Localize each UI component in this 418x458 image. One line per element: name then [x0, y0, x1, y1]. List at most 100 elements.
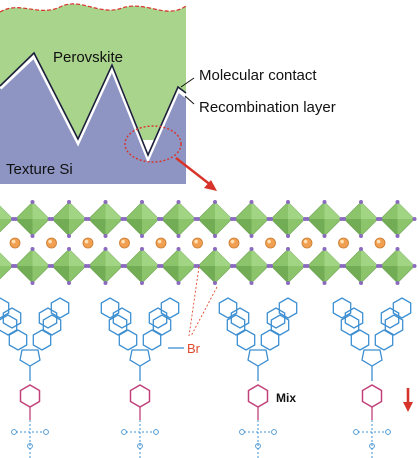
halide-atom — [159, 264, 164, 268]
halide-atom — [305, 217, 310, 221]
octahedron — [15, 201, 50, 237]
halide-atom — [86, 217, 91, 221]
molecular-contact-leader — [180, 77, 195, 88]
perovskite-label: Perovskite — [53, 49, 123, 66]
halide-atom — [103, 281, 108, 285]
halide-atom — [123, 264, 127, 268]
halide-atom — [305, 264, 310, 268]
perovskite-top-edge — [0, 3, 187, 13]
carbazole-molecule — [100, 297, 180, 458]
octahedron — [0, 252, 14, 280]
carbazole-molecule — [218, 297, 298, 458]
halide-atom — [395, 200, 400, 204]
halide-atom — [140, 281, 144, 285]
halide-atom — [269, 217, 273, 221]
halide-atom — [412, 264, 417, 268]
halide-atom — [176, 234, 181, 238]
a-site-cation — [228, 237, 240, 249]
a-site-cation — [338, 237, 349, 249]
carbazole-molecule — [0, 297, 70, 458]
a-site-cation — [46, 237, 57, 249]
recombination-layer-line — [0, 52, 188, 164]
halide-atom — [86, 264, 91, 268]
halide-atom — [140, 200, 144, 204]
octahedron — [343, 201, 379, 237]
halide-atom — [213, 200, 217, 204]
a-site-cation — [265, 237, 276, 249]
halide-atom — [196, 264, 200, 268]
halide-atom — [322, 234, 327, 238]
halide-atom — [286, 281, 290, 285]
a-site-cation — [192, 237, 203, 249]
halide-atom — [176, 200, 181, 204]
octahedron — [161, 201, 196, 237]
halide-atom — [140, 234, 144, 238]
carbazole-molecule — [332, 297, 412, 458]
octahedron — [234, 201, 269, 237]
halide-atom — [140, 247, 144, 251]
recombination-layer-leader — [184, 95, 195, 105]
halide-atom — [269, 264, 273, 268]
octahedron — [197, 201, 233, 237]
a-site-cation — [374, 237, 386, 249]
halide-atom — [176, 247, 181, 251]
halide-atom — [50, 264, 54, 268]
halide-atom — [286, 200, 290, 204]
halide-atom — [378, 264, 383, 268]
halide-atom — [322, 200, 327, 204]
halide-atom — [378, 217, 383, 221]
octahedron — [0, 205, 14, 233]
halide-atom — [359, 200, 363, 204]
halide-atom — [359, 281, 363, 285]
halide-atom — [103, 200, 108, 204]
molecular-contact-layer — [0, 297, 412, 458]
mix-label: Mix — [276, 391, 296, 405]
halide-atom — [30, 247, 35, 251]
callout-circle-icon — [124, 125, 182, 163]
halide-atom — [249, 247, 254, 251]
halide-atom — [395, 281, 400, 285]
halide-atom — [196, 217, 200, 221]
halide-atom — [67, 247, 71, 251]
down-arrow-icon — [403, 388, 413, 412]
halide-atom — [286, 234, 290, 238]
a-site-cation — [82, 237, 94, 249]
halide-atom — [359, 234, 363, 238]
halide-atom — [13, 264, 18, 268]
halide-atom — [213, 247, 217, 251]
halide-atom — [67, 281, 71, 285]
bromine-label: Br — [187, 341, 201, 356]
octahedron — [15, 248, 50, 284]
octahedron — [124, 201, 160, 237]
recombination-layer-label: Recombination layer — [199, 99, 336, 116]
halide-atom — [232, 217, 237, 221]
halide-atom — [232, 264, 237, 268]
halide-atom — [395, 247, 400, 251]
octahedron — [270, 201, 306, 237]
callout-arrowhead — [204, 180, 217, 191]
halide-atom — [50, 217, 54, 221]
interface-panel: Perovskite Texture Si Molecular contact … — [0, 3, 336, 191]
octahedron — [51, 248, 87, 284]
halide-atom — [159, 217, 164, 221]
a-site-cation — [155, 237, 167, 249]
texture-si-label: Texture Si — [6, 161, 73, 178]
octahedron — [307, 248, 342, 284]
halide-atom — [359, 247, 363, 251]
octahedron — [161, 248, 196, 284]
halide-atom — [286, 247, 290, 251]
halide-atom — [30, 234, 35, 238]
halide-atom — [30, 200, 35, 204]
octahedron — [307, 201, 342, 237]
octahedron — [197, 248, 233, 284]
halide-atom — [67, 200, 71, 204]
octahedron — [124, 248, 160, 284]
halide-atom — [322, 281, 327, 285]
halide-atom — [103, 247, 108, 251]
molecular-contact-line — [0, 51, 187, 158]
halide-atom — [123, 217, 127, 221]
halide-atom — [412, 217, 417, 221]
halide-atom — [249, 234, 254, 238]
halide-atom — [342, 264, 346, 268]
